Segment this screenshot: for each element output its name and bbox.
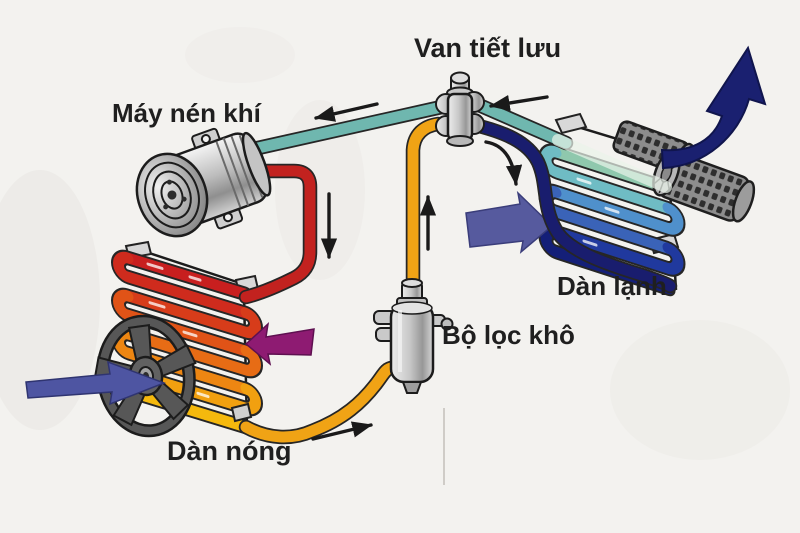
evaporator-bracket-top — [554, 112, 588, 135]
refrigerant-pipes — [238, 94, 678, 445]
label-expansion-valve: Van tiết lưu — [414, 33, 562, 63]
flow-arrow-to-evaporator — [484, 140, 523, 186]
condenser-air-in-arrow — [25, 360, 167, 406]
evaporator-decor-dashes — [576, 177, 632, 278]
pipe-liquid-condenser-to-filter — [240, 362, 398, 443]
pipe-discharge — [240, 165, 316, 303]
compressor — [135, 127, 272, 238]
pipe-suction-right — [466, 96, 572, 149]
pipe-suction-left — [252, 100, 452, 154]
flow-arrow-from-evaporator — [489, 94, 549, 112]
label-condenser: Dàn nóng — [167, 436, 292, 466]
flow-arrow-to-compressor — [314, 102, 379, 122]
flow-arrow-to-filter — [311, 421, 373, 441]
label-evaporator: Dàn lạnh — [557, 271, 667, 301]
pipe-liquid-filter-to-valve — [407, 118, 444, 298]
condenser-feet — [230, 402, 253, 423]
hot-air-out-arrow — [244, 322, 315, 366]
evaporator-air-in-arrow — [465, 190, 554, 254]
pipe-evap-feed — [465, 118, 676, 292]
label-compressor: Máy nén khí — [112, 98, 261, 128]
expansion-valve — [435, 71, 485, 147]
glass-tube-overlay — [552, 134, 672, 193]
condenser-decor-dashes — [146, 262, 210, 399]
receiver-drier-filter — [373, 278, 454, 394]
flow-direction-arrows — [311, 94, 549, 441]
cold-air-out-arrow — [660, 45, 767, 170]
label-filter: Bộ lọc khô — [442, 320, 575, 350]
